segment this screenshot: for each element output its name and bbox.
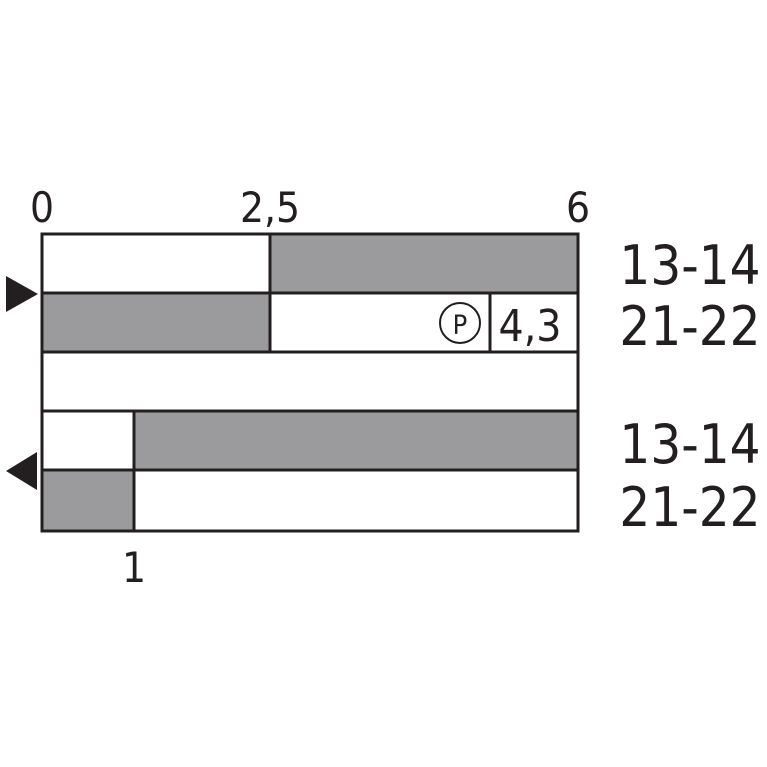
segment-on: [40, 291, 272, 354]
segment-on: [40, 468, 136, 533]
left-arrow-icon: [6, 452, 37, 490]
scale-label-0: 0: [30, 183, 54, 232]
contact-label-bottom-21-22: 21-22: [619, 476, 760, 539]
row-top-13-14: [40, 232, 580, 295]
segment-off: [40, 232, 272, 295]
top-group: P 4,3: [40, 232, 580, 354]
segment-on: [132, 409, 580, 472]
positive-break-symbol: P: [453, 310, 468, 341]
segment-on: [268, 232, 580, 295]
separator-row: [40, 350, 580, 413]
row-top-21-22: P 4,3: [40, 291, 580, 354]
contact-label-top-21-22: 21-22: [619, 295, 760, 358]
segment-off: [132, 468, 580, 533]
segment-off: [40, 409, 136, 472]
scale-label-1: 1: [122, 543, 146, 592]
bottom-group: [40, 409, 580, 533]
row-bottom-13-14: [40, 409, 580, 472]
scale-label-2-5: 2,5: [240, 183, 300, 232]
contact-label-bottom-13-14: 13-14: [619, 413, 760, 476]
right-arrow-icon: [6, 276, 38, 312]
contact-label-top-13-14: 13-14: [619, 234, 760, 297]
positive-break-value: 4,3: [499, 301, 562, 352]
row-bottom-21-22: [40, 468, 580, 533]
scale-label-6: 6: [566, 183, 590, 232]
segment-off: [268, 291, 580, 354]
positive-break-circle-icon: [439, 302, 481, 344]
